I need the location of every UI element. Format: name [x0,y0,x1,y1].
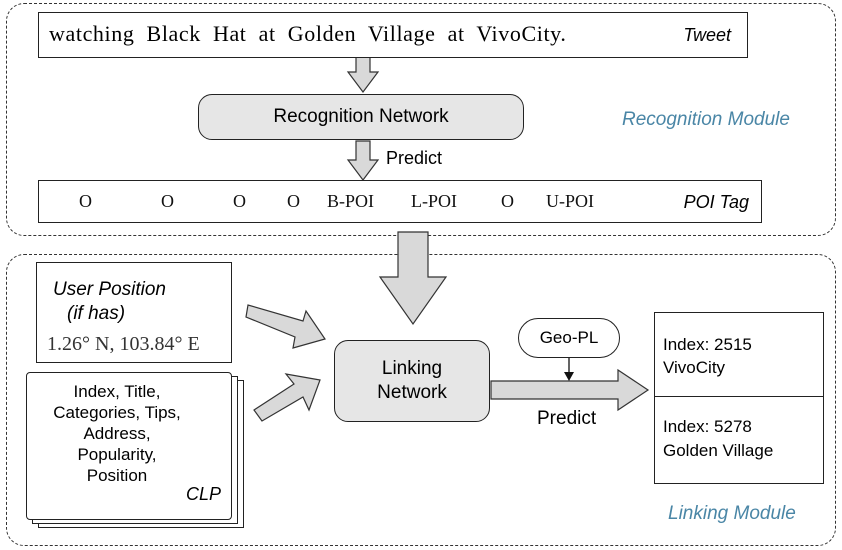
poi-token: O [287,191,300,211]
poi-tag-label: POI Tag [683,192,749,212]
poi-token: O [501,191,514,211]
linking-module-label: Linking Module [668,503,796,524]
poi-token: U-POI [546,191,594,211]
arrow-tweet-to-recognition [346,56,380,93]
recognition-module-label: Recognition Module [622,109,790,130]
clp-card-front: Index, Title, Categories, Tips, Address,… [26,372,232,520]
user-position-subtitle: (if has) [67,303,126,324]
recognition-network: Recognition Network [198,94,524,140]
arrow-linking-to-results [490,368,650,412]
linking-network-label-line1: Linking [381,358,443,379]
arrow-clp-to-linking [253,373,321,422]
recognition-predict-label: Predict [386,148,443,168]
arrow-geo-pl-head [564,372,574,381]
poi-token: O [161,191,174,211]
user-position-coords: 1.26° N, 103.84° E [47,333,200,355]
clp-tag: CLP [185,484,221,504]
result-index: Index: 5278 [663,417,752,436]
tweet-box: watching Black Hat at Golden Village at … [38,12,748,58]
clp-field-line: Categories, Tips, [53,403,181,422]
poi-token: O [79,191,92,211]
linking-network-label-line2: Network [377,382,447,403]
linking-predict-label: Predict [537,408,597,429]
result-item: Index: 2515 VivoCity [655,313,823,397]
arrow-recognition-to-tags [346,140,380,181]
poi-token: L-POI [411,191,457,211]
poi-tag-box: O O O O B-POI L-POI O U-POI POI Tag [38,180,762,223]
poi-token: O [233,191,246,211]
clp-field-line: Popularity, [77,445,157,464]
geo-pl-label: Geo-PL [539,328,599,347]
user-position-title: User Position [53,279,166,300]
clp-fields: Index, Title, Categories, Tips, Address,… [27,381,207,486]
arrow-user-position-to-linking [245,304,326,349]
result-name: VivoCity [663,358,726,377]
arrow-module-to-linking [378,231,448,326]
tweet-tag: Tweet [683,25,731,45]
result-index: Index: 2515 [663,335,752,354]
clp-field-line: Index, Title, [73,382,161,401]
poi-token: B-POI [327,191,375,211]
recognition-network-label: Recognition Network [273,106,449,127]
user-position-box: User Position (if has) 1.26° N, 103.84° … [36,262,232,363]
linking-network: Linking Network [334,340,490,422]
result-item: Index: 5278 Golden Village [655,397,823,483]
tweet-text: watching Black Hat at Golden Village at … [49,21,567,46]
clp-field-line: Address, [83,424,151,443]
geo-pl-box: Geo-PL [518,318,620,358]
result-name: Golden Village [663,441,774,460]
results-box: Index: 2515 VivoCity Index: 5278 Golden … [654,312,824,484]
clp-field-line: Position [86,466,148,485]
